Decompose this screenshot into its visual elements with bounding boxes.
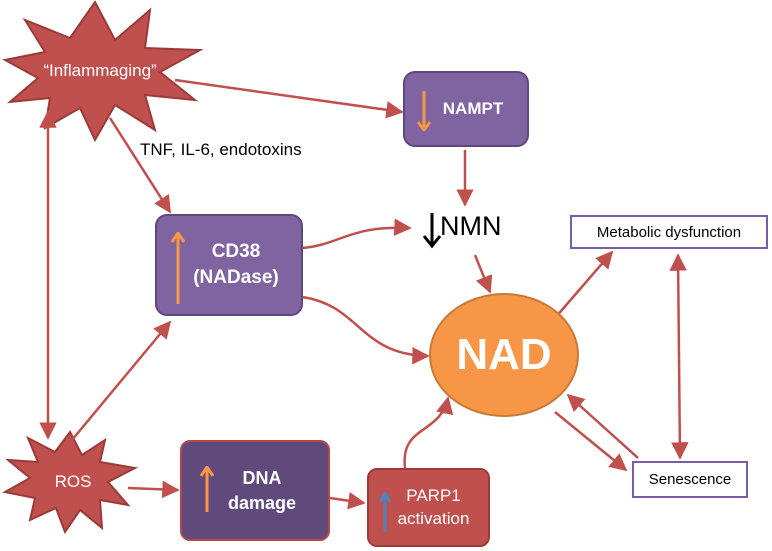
nampt-label: NAMPT <box>442 99 504 118</box>
up-arrow-icon <box>417 91 431 131</box>
arrow-cd38-nmn <box>301 218 412 250</box>
up-arrow-icon <box>379 492 391 532</box>
parp1-label: PARP1 <box>406 486 461 506</box>
cd38-sublabel: (NADase) <box>193 267 279 288</box>
arrow-dna-parp1 <box>329 492 366 510</box>
arrow-metabolic-senescence <box>669 253 689 460</box>
metabolic-dysfunction-node: Metabolic dysfunction <box>570 215 768 249</box>
nad-label: NAD <box>456 330 552 379</box>
nad-node: NAD <box>429 293 579 417</box>
arrow-inflammaging-nampt <box>174 78 404 119</box>
arrow-nmn-nad <box>473 254 493 294</box>
senescence-label: Senescence <box>648 471 732 488</box>
arrow-ros-dna <box>127 480 180 499</box>
arrow-nad-senescence <box>554 411 628 472</box>
down-arrow-icon <box>422 213 442 249</box>
arrow-nad-metabolic <box>554 250 614 319</box>
parp1-sublabel: activation <box>397 508 470 528</box>
up-arrow-icon <box>171 232 185 304</box>
arrow-ros-cd38 <box>71 320 172 441</box>
inflammaging-label: “Inflammaging” <box>43 61 157 80</box>
ros-label: ROS <box>54 472 92 491</box>
up-arrow-icon <box>200 466 214 512</box>
arrow-cd38-nad <box>301 295 430 365</box>
cd38-label: CD38 <box>211 241 261 263</box>
arrow-senescence-nad <box>566 393 639 459</box>
nmn-label: NMN <box>440 211 502 241</box>
parp1-node: PARP1 activation <box>367 468 490 547</box>
cd38-node: CD38 (NADase) <box>155 214 303 316</box>
inflammaging-burst <box>2 0 204 143</box>
arrow-inflammaging-cd38 <box>108 117 172 214</box>
ros-burst <box>2 430 139 535</box>
senescence-node: Senescence <box>632 461 748 498</box>
arrow-parp1-nad <box>403 396 454 469</box>
metabolic-label: Metabolic dysfunction <box>596 223 742 241</box>
dna-label: DNA <box>242 468 282 489</box>
tnf-label: TNF, IL-6, endotoxins <box>140 140 302 159</box>
dna-sublabel: damage <box>227 492 297 513</box>
dna-damage-node: DNA damage <box>180 440 330 541</box>
nampt-node: NAMPT <box>403 71 529 147</box>
